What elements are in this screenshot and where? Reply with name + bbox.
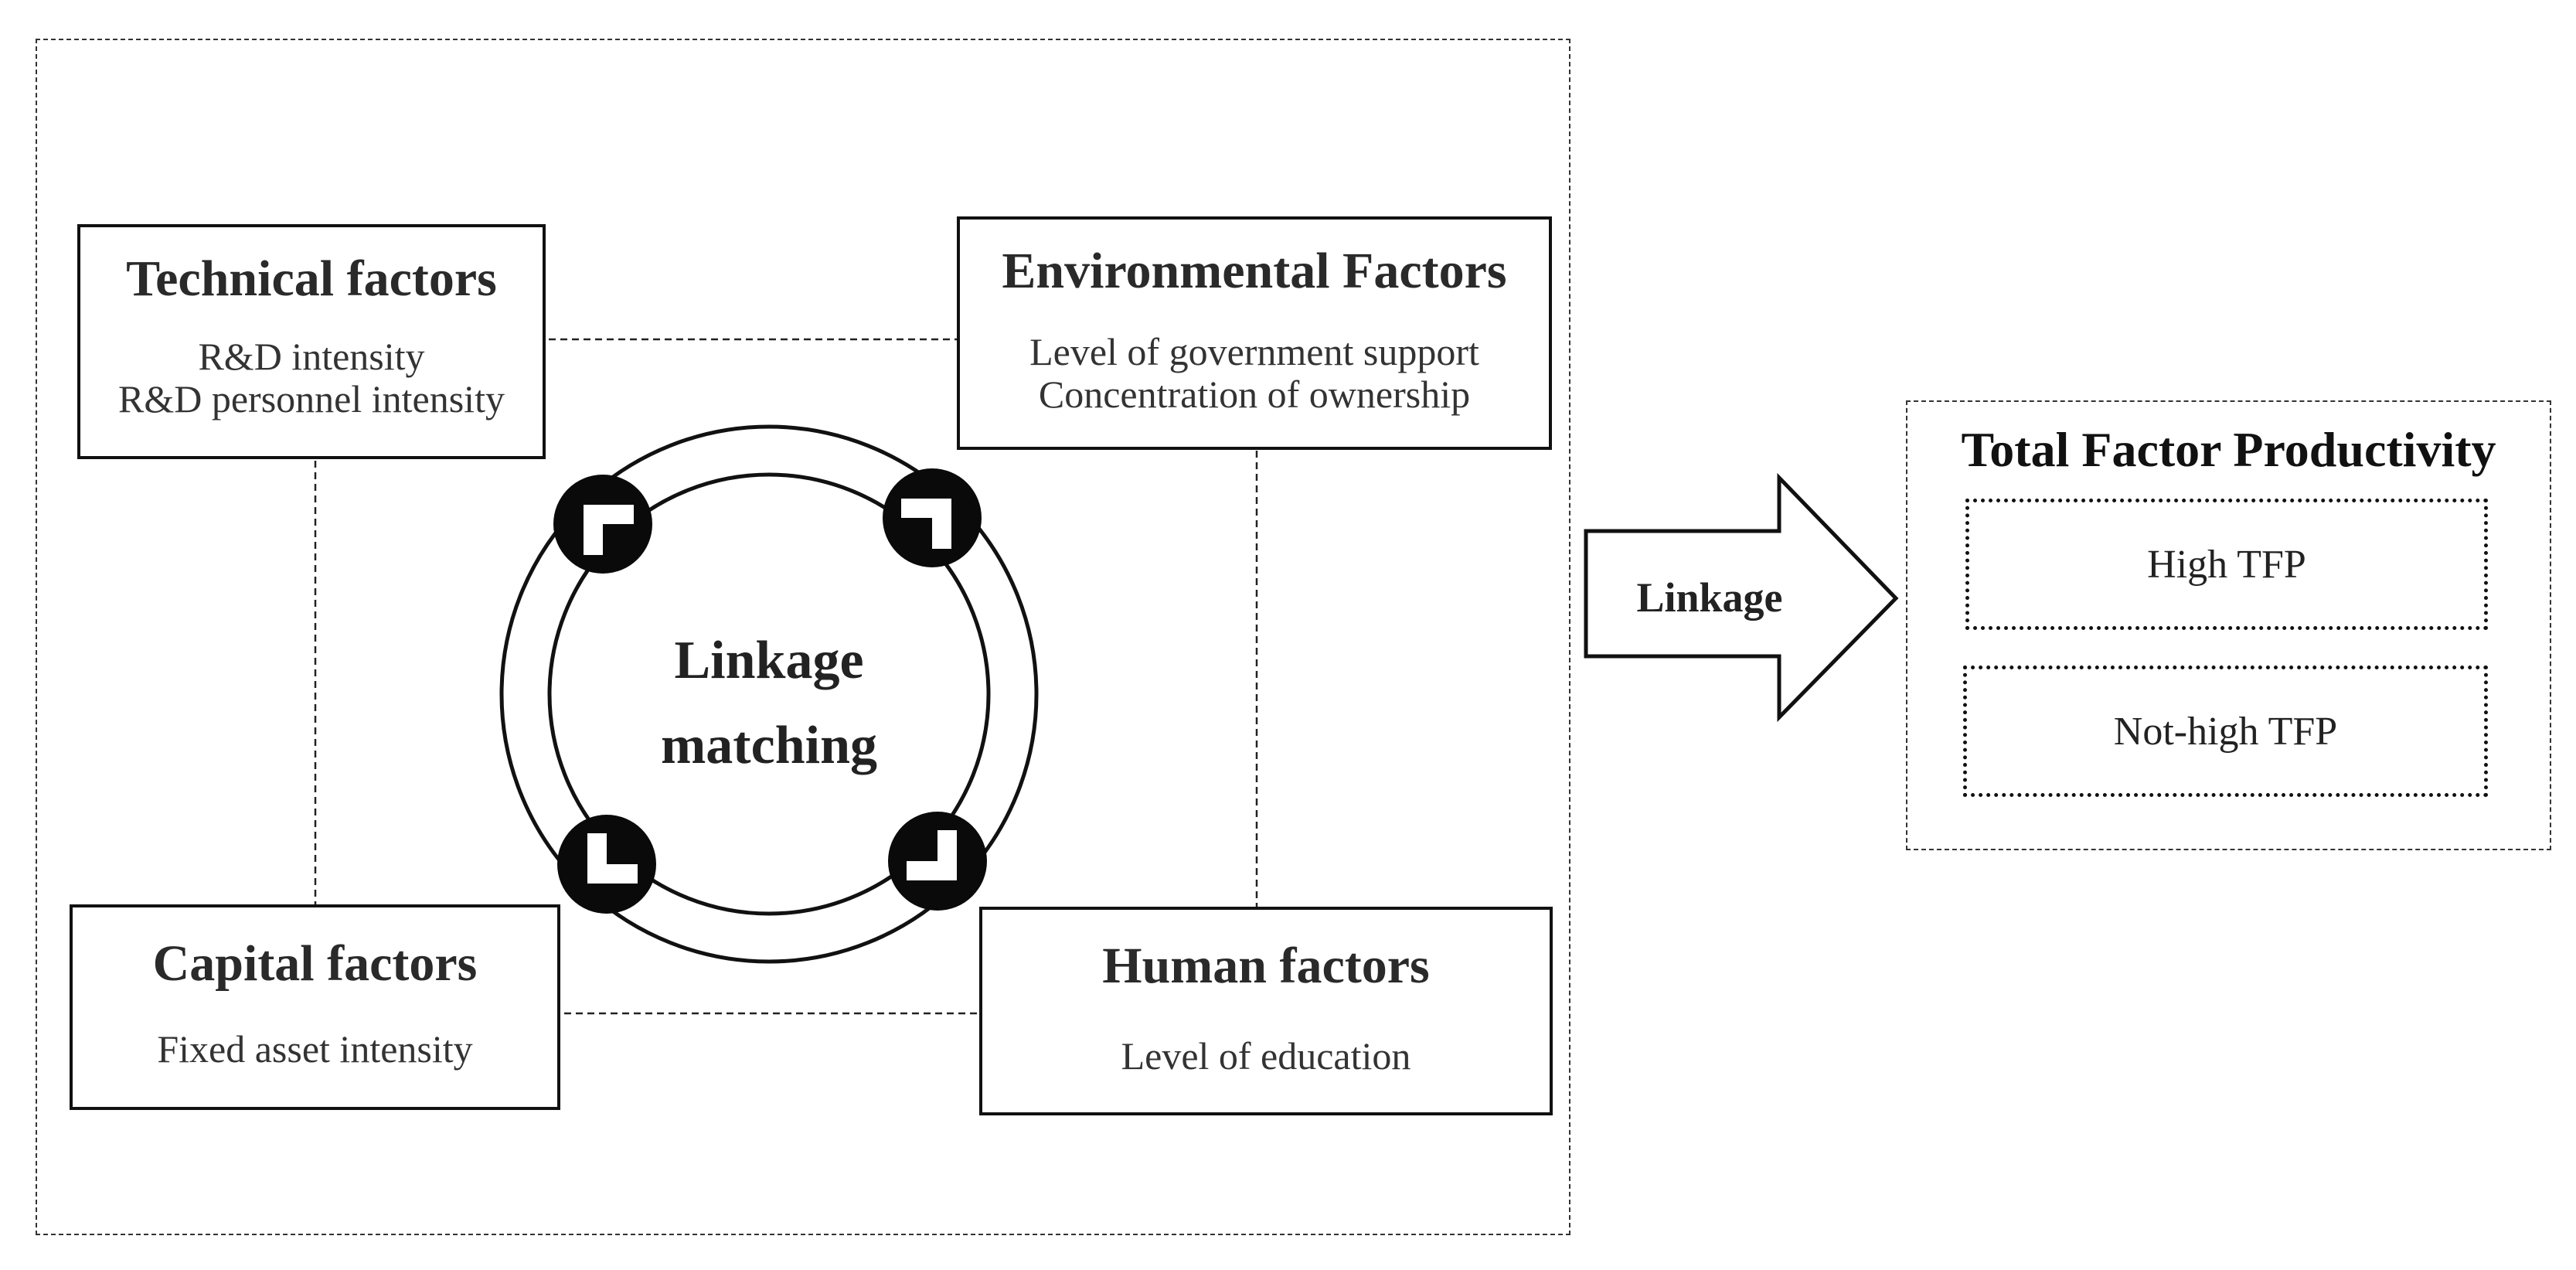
tfp-high-box: High TFP xyxy=(1965,499,2488,630)
corner-marker-bottom-left xyxy=(557,815,656,914)
linkage-arrow xyxy=(1584,472,1899,723)
technical-factors-box: Technical factors R&D intensity R&D pers… xyxy=(77,224,546,459)
tfp-frame: Total Factor Productivity xyxy=(1906,400,2551,850)
technical-factors-title: Technical factors xyxy=(126,250,497,307)
capital-factors-box: Capital factors Fixed asset intensity xyxy=(70,904,560,1110)
environmental-factor-item: Concentration of ownership xyxy=(1038,373,1471,416)
human-factors-box: Human factors Level of education xyxy=(979,907,1553,1115)
human-factor-item: Level of education xyxy=(1121,1034,1411,1078)
capital-factor-item: Fixed asset intensity xyxy=(157,1027,473,1071)
tfp-high-label: High TFP xyxy=(2147,542,2306,587)
linkage-arrow-label: Linkage xyxy=(1636,574,1783,621)
factors-frame xyxy=(36,39,1570,1235)
center-label-line1: Linkage xyxy=(674,631,864,690)
environmental-factors-box: Environmental Factors Level of governmen… xyxy=(957,216,1552,450)
human-factors-title: Human factors xyxy=(1102,938,1430,994)
tfp-title: Total Factor Productivity xyxy=(1961,422,2496,477)
technical-factor-item: R&D personnel intensity xyxy=(118,377,505,420)
capital-factors-title: Capital factors xyxy=(152,935,478,992)
corner-marker-top-left xyxy=(553,475,652,574)
tfp-not-high-label: Not-high TFP xyxy=(2113,709,2338,754)
technical-factor-item: R&D intensity xyxy=(198,335,425,378)
center-label-line2: matching xyxy=(661,716,877,775)
environmental-factors-title: Environmental Factors xyxy=(1002,243,1507,299)
environmental-factor-item: Level of government support xyxy=(1029,330,1479,373)
corner-marker-top-right xyxy=(883,468,982,567)
tfp-not-high-box: Not-high TFP xyxy=(1963,666,2488,797)
corner-marker-bottom-right xyxy=(888,812,987,911)
linkage-circle-inner xyxy=(547,472,991,916)
center-label: Linkage matching xyxy=(614,618,924,788)
